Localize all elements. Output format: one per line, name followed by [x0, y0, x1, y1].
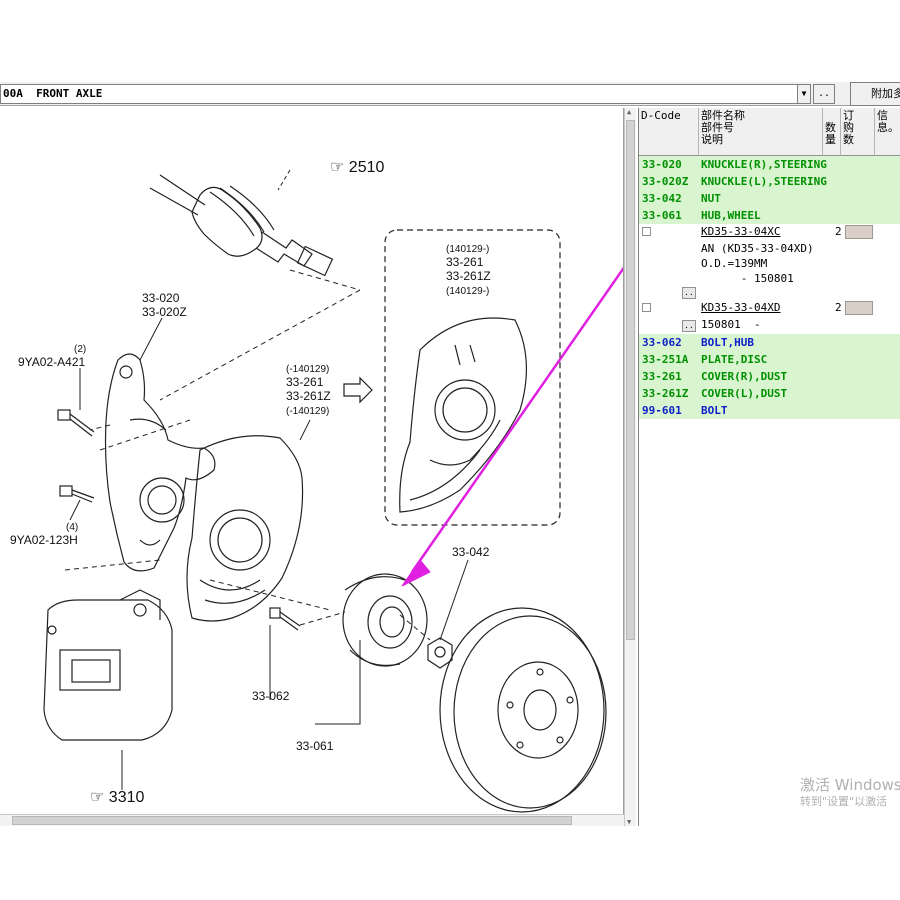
exploded-diagram: ☞ 2510 ☞ 3310 33-020 33-020Z (2) 9YA02-A… — [10, 159, 623, 813]
table-row[interactable]: 33-020 KNUCKLE(R),STEERING — [639, 156, 900, 173]
table-row[interactable]: 33-062 BOLT,HUB — [639, 334, 900, 351]
row-dcode: 33-020 — [642, 158, 682, 171]
row-dcode: 33-062 — [642, 336, 682, 349]
table-row[interactable]: 33-251A PLATE,DISC — [639, 351, 900, 368]
knuckle-bolts-drawing — [57, 409, 95, 503]
extra-info-button[interactable]: 附加多 — [850, 82, 900, 106]
label-mid-33-261: 33-261 — [286, 375, 324, 389]
column-header-order-qty[interactable]: 订 购 数 — [841, 108, 875, 156]
label-box-date-2: (140129-) — [446, 286, 489, 297]
toolbar: 00A FRONT AXLE ▼ .. 附加多 — [0, 82, 900, 106]
row-dcode: 33-020Z — [642, 175, 689, 188]
row-part-name: KNUCKLE(R),STEERING — [701, 158, 827, 171]
diagram-vertical-scrollbar[interactable]: ▲ ▼ — [624, 108, 636, 826]
wheel-hub-drawing — [342, 573, 428, 667]
table-row[interactable]: 33-042 NUT — [639, 190, 900, 207]
row-dcode: 33-261 — [642, 370, 682, 383]
variant-details-button[interactable]: .. — [682, 320, 696, 332]
watermark-line-2: 转到"设置"以激活 — [800, 795, 888, 808]
row-dcode: 33-261Z — [642, 387, 689, 400]
highlight-arrow — [401, 266, 623, 587]
label-33-020: 33-020 — [142, 291, 180, 305]
diagram-horizontal-scroll-thumb[interactable] — [12, 816, 572, 825]
steering-knuckle-drawing — [104, 353, 216, 572]
label-mid-date-1: (-140129) — [286, 364, 329, 375]
row-part-name: KNUCKLE(L),STEERING — [701, 175, 827, 188]
drive-shaft-drawing — [149, 174, 334, 277]
ref-3310-label: ☞ 3310 — [90, 789, 144, 806]
variant-note: 150801 - — [701, 318, 761, 331]
label-9ya02-a421-qty: (2) — [74, 344, 86, 355]
label-mid-33-261z: 33-261Z — [286, 389, 331, 403]
exploded-diagram-pane[interactable]: ☞ 2510 ☞ 3310 33-020 33-020Z (2) 9YA02-A… — [0, 108, 624, 818]
row-part-name: BOLT — [701, 404, 728, 417]
label-box-33-261: 33-261 — [446, 255, 484, 269]
column-header-dcode[interactable]: D-Code — [639, 108, 699, 156]
label-33-062: 33-062 — [252, 689, 290, 703]
label-9ya02-123h: 9YA02-123H — [10, 533, 78, 547]
table-row[interactable]: 99-601 BOLT — [639, 402, 900, 419]
order-quantity-box[interactable] — [845, 301, 873, 315]
variant-checkbox[interactable] — [642, 303, 651, 312]
table-row[interactable]: 33-261Z COVER(L),DUST — [639, 385, 900, 402]
variant-part-number[interactable]: KD35-33-04XC — [701, 225, 781, 238]
part-variant-row: KD35-33-04XD 2 150801 - .. — [639, 300, 900, 334]
row-part-name: HUB,WHEEL — [701, 209, 761, 222]
hub-nut-drawing — [427, 637, 453, 669]
diagram-vertical-scroll-thumb[interactable] — [626, 120, 635, 640]
section-title-combo[interactable]: 00A FRONT AXLE — [0, 84, 798, 104]
row-part-name: BOLT,HUB — [701, 336, 754, 349]
column-header-part-name[interactable]: 部件名称 部件号 说明 — [699, 108, 823, 156]
label-mid-date-2: (-140129) — [286, 406, 329, 417]
column-header-quantity[interactable]: 数 量 — [823, 108, 841, 156]
parts-list-pane: D-Code 部件名称 部件号 说明 数 量 订 购 数 信 息。 33-020… — [638, 108, 900, 826]
column-header-info[interactable]: 信 息。 — [875, 108, 900, 156]
row-dcode: 33-042 — [642, 192, 682, 205]
row-dcode: 99-601 — [642, 404, 682, 417]
row-part-name: COVER(L),DUST — [701, 387, 788, 400]
diagram-horizontal-scrollbar[interactable] — [0, 814, 624, 826]
variant-quantity: 2 — [835, 225, 842, 238]
table-row[interactable]: 33-020Z KNUCKLE(L),STEERING — [639, 173, 900, 190]
variant-quantity: 2 — [835, 301, 842, 314]
order-quantity-box[interactable] — [845, 225, 873, 239]
row-part-name: NUT — [701, 192, 721, 205]
label-33-061: 33-061 — [296, 739, 334, 753]
variant-part-number[interactable]: KD35-33-04XD — [701, 301, 781, 314]
windows-activation-watermark: 激活 Windows 转到"设置"以激活 — [800, 776, 900, 810]
ref-2510-label: ☞ 2510 — [330, 159, 384, 176]
label-box-33-261z: 33-261Z — [446, 269, 491, 283]
brake-disc-drawing — [439, 607, 607, 813]
label-9ya02-123h-qty: (4) — [66, 522, 78, 533]
row-dcode: 33-061 — [642, 209, 682, 222]
variant-note: AN (KD35-33-04XD) — [701, 242, 814, 255]
label-33-020z: 33-020Z — [142, 305, 187, 319]
label-9ya02-a421: 9YA02-A421 — [18, 355, 85, 369]
table-row[interactable]: 33-261 COVER(R),DUST — [639, 368, 900, 385]
watermark-line-1: 激活 Windows — [800, 776, 900, 794]
hub-bolt-drawing — [269, 607, 301, 631]
row-part-name: PLATE,DISC — [701, 353, 768, 366]
table-row[interactable]: 33-061 HUB,WHEEL — [639, 207, 900, 224]
row-dcode: 33-251A — [642, 353, 689, 366]
dust-cover-new-drawing — [399, 317, 527, 513]
brake-caliper-drawing — [43, 589, 173, 741]
row-part-name: COVER(R),DUST — [701, 370, 788, 383]
variant-note: - 150801 — [701, 272, 794, 285]
scroll-up-icon[interactable]: ▲ — [627, 108, 632, 116]
part-variant-row: KD35-33-04XC 2 AN (KD35-33-04XD) O.D.=13… — [639, 224, 900, 300]
variant-details-button[interactable]: .. — [682, 287, 696, 299]
variant-checkbox[interactable] — [642, 227, 651, 236]
parts-table-body: 33-020 KNUCKLE(R),STEERING 33-020Z KNUCK… — [639, 156, 900, 419]
variant-note: O.D.=139MM — [701, 257, 768, 270]
label-33-042: 33-042 — [452, 545, 490, 559]
scroll-down-icon[interactable]: ▼ — [627, 818, 632, 826]
dust-cover-old-drawing — [186, 435, 304, 622]
label-box-date-1: (140129-) — [446, 244, 489, 255]
combo-dropdown-button[interactable]: ▼ — [797, 84, 811, 104]
browse-button[interactable]: .. — [813, 84, 835, 104]
